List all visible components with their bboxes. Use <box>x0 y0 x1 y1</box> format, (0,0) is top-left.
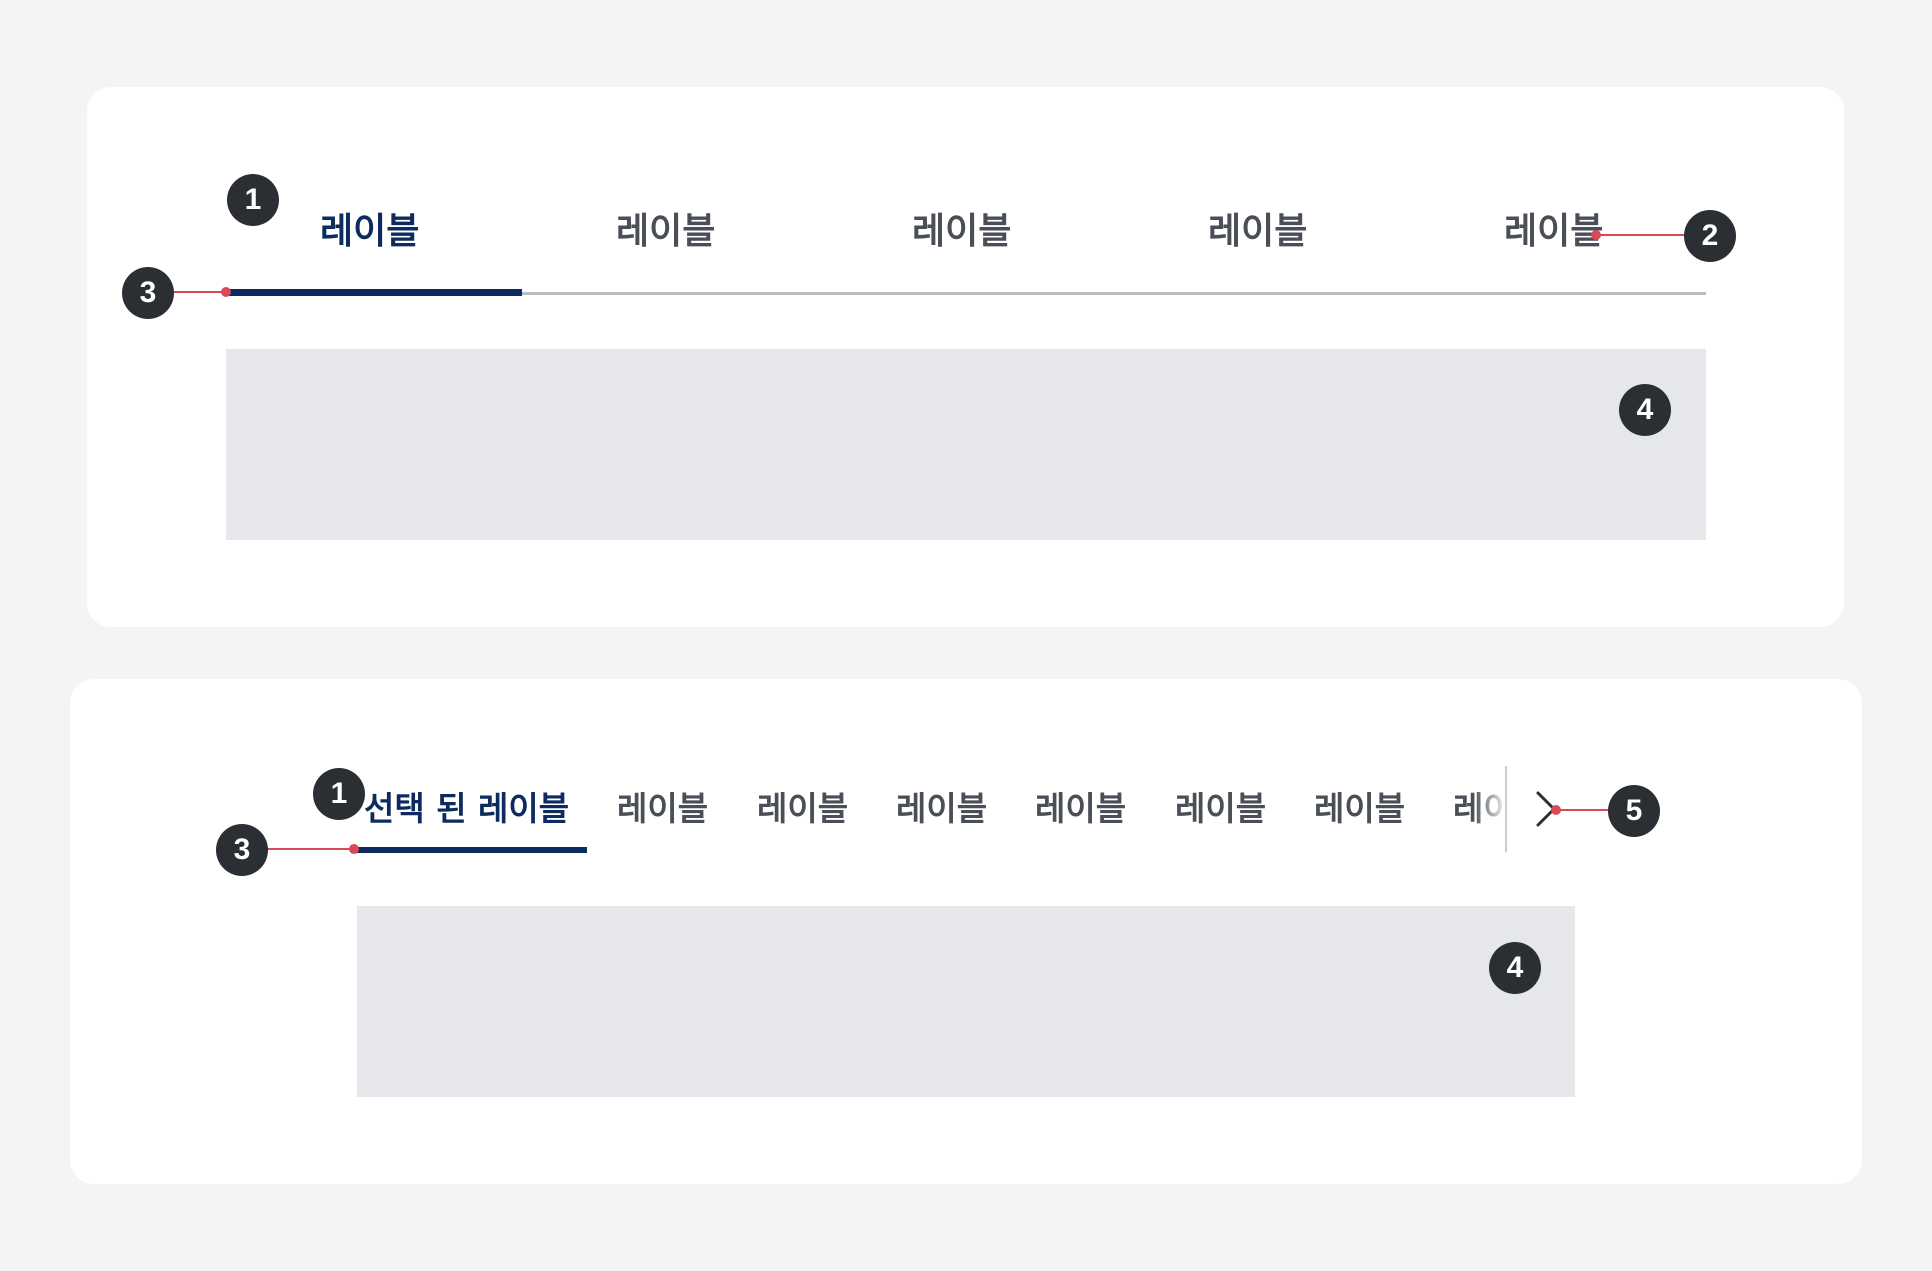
annotation-badge-4: 4 <box>1489 942 1541 994</box>
tab-item[interactable]: 레이블 <box>616 211 716 252</box>
tab-item-partial[interactable]: 레이블 <box>1453 792 1503 825</box>
annotation-badge-5: 5 <box>1608 785 1660 837</box>
tab-item[interactable]: 레이블 <box>896 789 988 828</box>
tab-track-line <box>226 292 1706 295</box>
selected-tab-indicator <box>354 847 587 853</box>
tab-item[interactable]: 레이블 <box>1035 789 1127 828</box>
annotation-badge-1: 1 <box>313 768 365 820</box>
selected-tab-indicator <box>226 289 522 296</box>
annotation-dot <box>349 844 359 854</box>
tab-item-selected[interactable]: 레이블 <box>320 211 420 252</box>
annotation-leader-line <box>1556 809 1636 811</box>
tab-item[interactable]: 레이블 <box>1208 211 1308 252</box>
annotation-dot <box>221 287 231 297</box>
tab-item[interactable]: 레이블 <box>617 789 709 828</box>
annotation-badge-3: 3 <box>122 267 174 319</box>
annotation-leader-line <box>1596 234 1686 236</box>
tab-content-area <box>226 349 1706 540</box>
tab-item[interactable]: 레이블 <box>1175 789 1267 828</box>
annotation-badge-1: 1 <box>227 174 279 226</box>
tab-item[interactable]: 레이블 <box>912 211 1012 252</box>
annotation-badge-4: 4 <box>1619 384 1671 436</box>
tab-content-area <box>357 906 1575 1097</box>
annotation-dot <box>1551 805 1561 815</box>
tab-item[interactable]: 레이블 <box>1314 789 1406 828</box>
annotation-leader-line <box>263 848 354 850</box>
annotation-dot <box>1591 230 1601 240</box>
scroll-divider <box>1505 766 1507 852</box>
tab-item[interactable]: 레이블 <box>1504 211 1604 252</box>
annotation-leader-line <box>160 291 226 293</box>
tab-item-selected[interactable]: 선택 된 레이블 <box>364 789 570 828</box>
annotation-badge-2: 2 <box>1684 210 1736 262</box>
annotation-badge-3: 3 <box>216 824 268 876</box>
tab-item[interactable]: 레이블 <box>757 789 849 828</box>
